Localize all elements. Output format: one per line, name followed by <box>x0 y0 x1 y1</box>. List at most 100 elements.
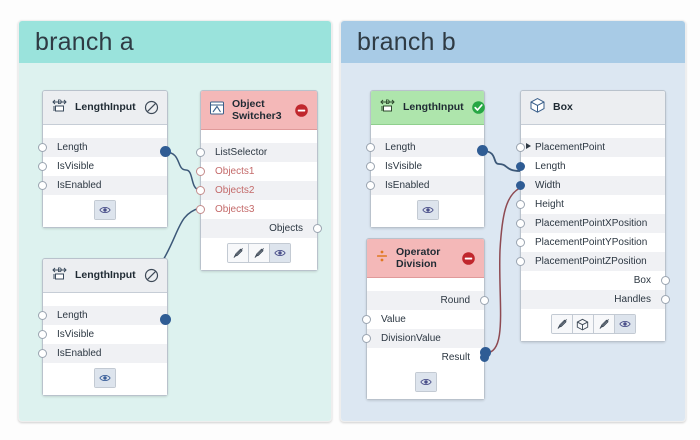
input-port-divisionvalue[interactable] <box>362 334 371 343</box>
input-port-height[interactable] <box>516 200 525 209</box>
check-icon[interactable] <box>471 100 486 115</box>
pencil-off-icon[interactable] <box>593 315 615 333</box>
input-port-isvisible[interactable] <box>366 162 375 171</box>
input-port-length[interactable] <box>366 143 375 152</box>
port-row-length[interactable]: Length <box>516 157 665 176</box>
port-row-value[interactable]: Value <box>362 310 484 329</box>
node-box[interactable]: Box PlacementPoint Length Width Height P… <box>516 90 670 342</box>
node-length-input-b1[interactable]: D LengthInput Length IsVisible IsEnabled <box>366 90 486 228</box>
cube-icon[interactable] <box>572 315 594 333</box>
node-object-switcher3[interactable]: Object Switcher3 ListSelector Objects1 O… <box>196 90 322 271</box>
port-label: Width <box>535 180 561 191</box>
port-row-placementpointx[interactable]: PlacementPointXPosition <box>516 214 665 233</box>
input-port-length[interactable] <box>38 143 47 152</box>
output-port-handles[interactable] <box>661 295 670 304</box>
branch-a-title: branch a <box>35 27 134 56</box>
node-header[interactable]: Box <box>521 91 665 125</box>
port-row-isvisible[interactable]: IsVisible <box>38 325 167 344</box>
input-port-listselector[interactable] <box>196 148 205 157</box>
input-port-isenabled[interactable] <box>366 181 375 190</box>
port-row-length[interactable]: Length <box>366 138 484 157</box>
disabled-icon[interactable] <box>144 268 159 283</box>
input-port-objects2[interactable] <box>196 186 205 195</box>
port-row-placementpoint[interactable]: PlacementPoint <box>516 138 665 157</box>
port-row-isenabled[interactable]: IsEnabled <box>38 344 167 363</box>
port-row-divisionvalue[interactable]: DivisionValue <box>362 329 484 348</box>
node-header[interactable]: Object Switcher3 <box>201 91 317 130</box>
input-port-placementpointzposition[interactable] <box>516 257 525 266</box>
node-title: Object Switcher3 <box>232 97 282 122</box>
node-toolbar[interactable] <box>43 195 167 227</box>
node-title: Operator Division <box>396 245 441 270</box>
port-row-length[interactable]: Length <box>38 306 167 325</box>
error-minus-icon[interactable] <box>294 103 309 118</box>
input-port-objects1[interactable] <box>196 167 205 176</box>
node-header[interactable]: Operator Division <box>367 239 484 278</box>
node-header[interactable]: D LengthInput <box>43 91 167 125</box>
port-row-isvisible[interactable]: IsVisible <box>366 157 484 176</box>
eye-icon[interactable] <box>95 201 115 219</box>
node-header[interactable]: D LengthInput <box>43 259 167 293</box>
wire-endpoint-lengthinput-a1[interactable] <box>160 146 171 157</box>
disabled-icon[interactable] <box>144 100 159 115</box>
node-title: LengthInput <box>75 269 136 282</box>
port-row-objects1[interactable]: Objects1 <box>196 162 317 181</box>
node-toolbar[interactable] <box>43 363 167 395</box>
port-label: PlacementPoint <box>535 142 606 153</box>
node-length-input-a1[interactable]: D LengthInput Length IsVisible IsEnabled <box>38 90 168 228</box>
port-row-isenabled[interactable]: IsEnabled <box>38 176 167 195</box>
node-header[interactable]: D LengthInput <box>371 91 486 125</box>
port-row-isenabled[interactable]: IsEnabled <box>366 176 484 195</box>
node-toolbar[interactable] <box>371 195 484 227</box>
port-row-handles-out[interactable]: Handles <box>521 290 670 309</box>
input-port-value[interactable] <box>362 315 371 324</box>
input-port-placementpointyposition[interactable] <box>516 238 525 247</box>
wire-endpoint-division-result[interactable] <box>480 347 491 358</box>
error-minus-icon[interactable] <box>461 251 476 266</box>
port-row-width[interactable]: Width <box>516 176 665 195</box>
input-port-isenabled[interactable] <box>38 349 47 358</box>
eye-icon[interactable] <box>417 201 438 219</box>
port-row-length[interactable]: Length <box>38 138 167 157</box>
node-operator-division[interactable]: Operator Division Round Value DivisionVa… <box>362 238 489 400</box>
port-row-placementpointy[interactable]: PlacementPointYPosition <box>516 233 665 252</box>
input-port-objects3[interactable] <box>196 205 205 214</box>
length-input-icon: D <box>51 266 68 286</box>
port-row-placementpointz[interactable]: PlacementPointZPosition <box>516 252 665 271</box>
output-port-objects[interactable] <box>313 224 322 233</box>
pencil-off-icon[interactable] <box>551 315 573 333</box>
port-row-box-out[interactable]: Box <box>521 271 670 290</box>
eye-icon[interactable] <box>415 373 436 391</box>
node-toolbar[interactable] <box>367 367 484 399</box>
port-row-objects-out[interactable]: Objects <box>201 219 322 238</box>
port-row-isvisible[interactable]: IsVisible <box>38 157 167 176</box>
input-port-length[interactable] <box>516 162 525 171</box>
eye-icon[interactable] <box>614 315 635 333</box>
port-row-round[interactable]: Round <box>367 291 489 310</box>
wire-endpoint-lengthinput-b1[interactable] <box>477 145 488 156</box>
input-port-length[interactable] <box>38 311 47 320</box>
node-length-input-a2[interactable]: D LengthInput Length IsVisible IsEnabled <box>38 258 168 396</box>
port-row-listselector[interactable]: ListSelector <box>196 143 317 162</box>
pencil-off-icon[interactable] <box>228 244 249 262</box>
input-port-isvisible[interactable] <box>38 162 47 171</box>
port-row-objects2[interactable]: Objects2 <box>196 181 317 200</box>
port-row-result[interactable]: Result <box>367 348 489 367</box>
input-port-isenabled[interactable] <box>38 181 47 190</box>
eye-icon[interactable] <box>270 244 290 262</box>
input-port-placementpoint[interactable] <box>516 143 525 152</box>
input-port-width[interactable] <box>516 181 525 190</box>
wire-endpoint-lengthinput-a2[interactable] <box>160 314 171 325</box>
expand-arrow-icon[interactable] <box>526 143 531 149</box>
eye-icon[interactable] <box>95 369 115 387</box>
node-toolbar[interactable] <box>521 309 665 341</box>
output-port-round[interactable] <box>480 296 489 305</box>
port-row-height[interactable]: Height <box>516 195 665 214</box>
input-port-isvisible[interactable] <box>38 330 47 339</box>
output-port-box[interactable] <box>661 276 670 285</box>
input-port-placementpointxposition[interactable] <box>516 219 525 228</box>
node-toolbar[interactable] <box>201 238 317 270</box>
pencil-off-icon[interactable] <box>249 244 270 262</box>
port-row-objects3[interactable]: Objects3 <box>196 200 317 219</box>
